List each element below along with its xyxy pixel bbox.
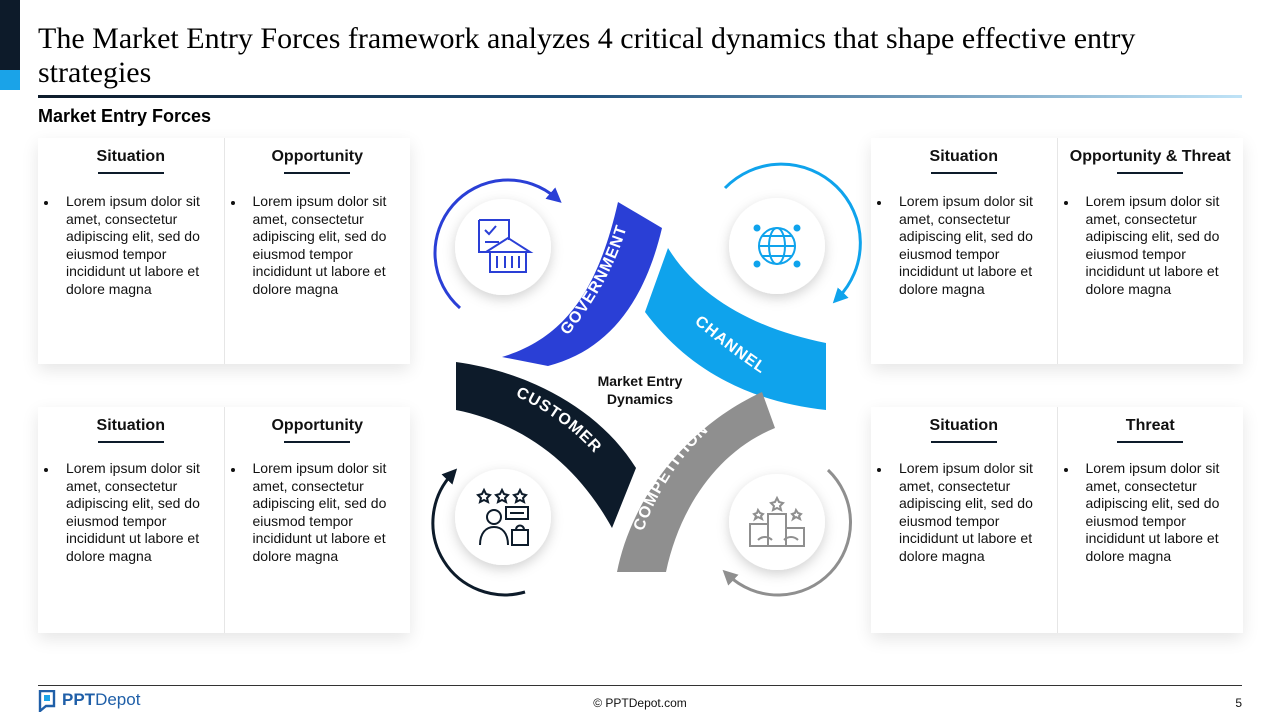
column-body: Lorem ipsum dolor sit amet, consectetur … <box>233 460 399 565</box>
customer-rating-icon <box>476 487 529 546</box>
column-heading: Opportunity & Threat <box>1069 148 1231 165</box>
panel-column: Opportunity Lorem ipsum dolor sit amet, … <box>223 138 411 364</box>
column-heading: Situation <box>96 417 165 434</box>
government-cycle-arrow <box>433 178 562 310</box>
bullet-text: Lorem ipsum dolor sit amet, consectetur … <box>58 460 212 565</box>
heading-underline <box>1117 441 1184 443</box>
corner-accent-dark <box>0 0 20 70</box>
heading-underline <box>930 172 997 174</box>
bullet-text: Lorem ipsum dolor sit amet, consectetur … <box>891 460 1045 565</box>
column-heading: Situation <box>929 417 998 434</box>
title-underline <box>38 95 1242 98</box>
slide-title: The Market Entry Forces framework analyz… <box>38 22 1136 89</box>
footer-divider <box>38 685 1242 686</box>
government-icon-circle <box>455 199 551 295</box>
column-body: Lorem ipsum dolor sit amet, consectetur … <box>879 193 1045 298</box>
segment-channel <box>645 248 826 410</box>
bullet-text: Lorem ipsum dolor sit amet, consectetur … <box>1078 460 1232 565</box>
panel-column: Situation Lorem ipsum dolor sit amet, co… <box>38 407 224 633</box>
globe-network-icon <box>753 224 801 268</box>
competition-cycle-arrow <box>722 468 852 597</box>
column-body: Lorem ipsum dolor sit amet, consectetur … <box>46 193 212 298</box>
channel-icon-circle <box>729 198 825 294</box>
segment-customer <box>456 362 636 528</box>
panel-competition: Situation Lorem ipsum dolor sit amet, co… <box>871 407 1243 633</box>
heading-underline <box>97 172 164 174</box>
heading-underline <box>97 441 164 443</box>
column-heading: Opportunity <box>271 417 364 434</box>
brand-name: PPTDepot <box>62 690 140 710</box>
bullet-text: Lorem ipsum dolor sit amet, consectetur … <box>1078 193 1232 298</box>
heading-underline <box>930 441 997 443</box>
brand-name-rest: Depot <box>95 690 141 709</box>
column-body: Lorem ipsum dolor sit amet, consectetur … <box>1066 193 1232 298</box>
panel-column: Threat Lorem ipsum dolor sit amet, conse… <box>1056 407 1244 633</box>
brand-logo[interactable]: PPTDepot <box>38 689 140 714</box>
market-entry-diagram: GOVERNMENT CHANNEL COMPETITION CUSTOMER … <box>431 162 862 597</box>
column-body: Lorem ipsum dolor sit amet, consectetur … <box>879 460 1045 565</box>
customer-cycle-arrow <box>431 468 526 597</box>
column-body: Lorem ipsum dolor sit amet, consectetur … <box>1066 460 1232 565</box>
podium-competition-icon <box>749 495 805 547</box>
brand-mark-icon <box>38 689 56 714</box>
customer-icon-circle <box>455 469 551 565</box>
column-heading: Situation <box>929 148 998 165</box>
bullet-text: Lorem ipsum dolor sit amet, consectetur … <box>245 460 399 565</box>
bullet-text: Lorem ipsum dolor sit amet, consectetur … <box>58 193 212 298</box>
heading-underline <box>1117 172 1184 174</box>
channel-cycle-arrow <box>723 162 862 304</box>
heading-underline <box>284 172 351 174</box>
section-subtitle: Market Entry Forces <box>38 106 212 126</box>
segment-government <box>502 202 662 366</box>
column-body: Lorem ipsum dolor sit amet, consectetur … <box>233 193 399 298</box>
panel-column: Opportunity & Threat Lorem ipsum dolor s… <box>1056 138 1244 364</box>
segment-competition <box>617 392 775 572</box>
page-number: 5 <box>1235 696 1242 710</box>
column-heading: Situation <box>96 148 165 165</box>
bullet-text: Lorem ipsum dolor sit amet, consectetur … <box>245 193 399 298</box>
copyright-text: © PPTDepot.com <box>593 696 687 710</box>
competition-icon-circle <box>729 474 825 570</box>
panel-customer: Situation Lorem ipsum dolor sit amet, co… <box>38 407 410 633</box>
center-label-line2: Dynamics <box>607 391 673 407</box>
panel-column: Opportunity Lorem ipsum dolor sit amet, … <box>223 407 411 633</box>
brand-name-bold: PPT <box>62 690 96 709</box>
column-heading: Threat <box>1125 417 1175 434</box>
panel-column: Situation Lorem ipsum dolor sit amet, co… <box>38 138 224 364</box>
government-regulation-icon <box>478 219 534 273</box>
bullet-text: Lorem ipsum dolor sit amet, consectetur … <box>891 193 1045 298</box>
corner-accent-blue <box>0 70 20 90</box>
heading-underline <box>284 441 351 443</box>
panel-column: Situation Lorem ipsum dolor sit amet, co… <box>871 407 1057 633</box>
panel-channel: Situation Lorem ipsum dolor sit amet, co… <box>871 138 1243 364</box>
column-body: Lorem ipsum dolor sit amet, consectetur … <box>46 460 212 565</box>
panel-government: Situation Lorem ipsum dolor sit amet, co… <box>38 138 410 364</box>
panel-column: Situation Lorem ipsum dolor sit amet, co… <box>871 138 1057 364</box>
column-heading: Opportunity <box>271 148 364 165</box>
center-label-line1: Market Entry <box>598 373 683 389</box>
